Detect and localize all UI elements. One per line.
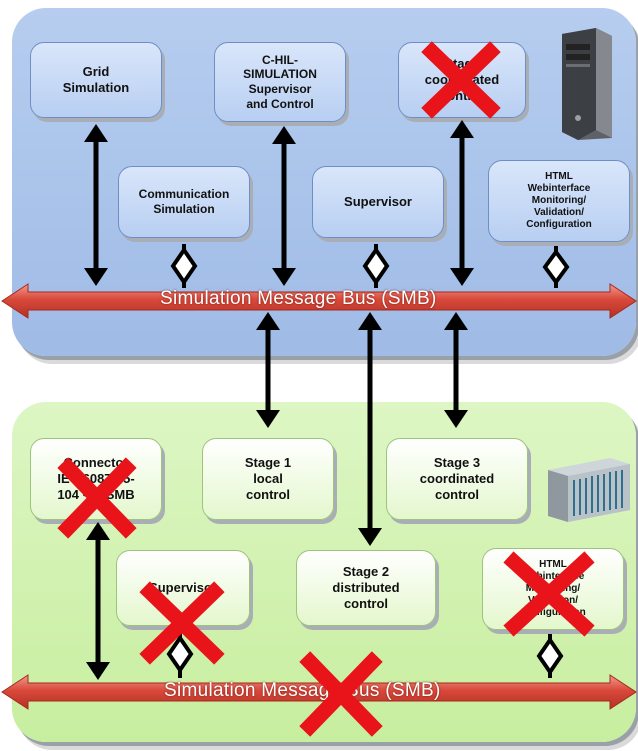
top-bus-bar	[1, 283, 637, 319]
double-arrow-icon	[86, 522, 110, 680]
double-arrow-icon	[444, 312, 468, 428]
grid-simulation-box: Grid Simulation	[30, 42, 162, 118]
diamond-connector-icon	[362, 244, 390, 288]
diamond-connector-icon	[542, 246, 570, 288]
red-cross-icon	[57, 457, 137, 539]
html-webinterface-box: HTML Webinterface Monitoring/ Validation…	[488, 160, 630, 242]
stage3-box: Stage 3 coordinated control	[386, 438, 528, 520]
diamond-connector-icon	[166, 632, 194, 678]
server-tower-icon	[562, 28, 612, 140]
diamond-connector-icon	[536, 634, 564, 678]
stage1-box: Stage 1 local control	[202, 438, 334, 520]
stage-coordinated-box: Stage coordinated control	[398, 42, 526, 118]
rack-server-icon	[548, 458, 630, 522]
double-arrow-icon	[450, 120, 474, 286]
double-arrow-icon	[84, 124, 108, 286]
red-cross-icon	[503, 551, 595, 637]
red-cross-icon	[139, 581, 225, 665]
double-arrow-icon	[272, 126, 296, 286]
double-arrow-icon	[358, 312, 382, 546]
double-arrow-icon	[256, 312, 280, 428]
diamond-connector-icon	[170, 244, 198, 288]
red-cross-icon	[299, 651, 383, 737]
supervisor-box-top: Supervisor	[312, 166, 444, 238]
chil-simulation-box: C-HIL- SIMULATION Supervisor and Control	[214, 42, 346, 122]
bottom-bus-bar	[1, 674, 637, 710]
communication-simulation-box: Communication Simulation	[118, 166, 250, 238]
bottom-bus-label: Simulation Message Bus (SMB)	[164, 680, 441, 701]
top-bus-label: Simulation Message Bus (SMB)	[160, 288, 437, 309]
stage2-box: Stage 2 distributed control	[296, 550, 436, 626]
red-cross-icon	[421, 41, 501, 119]
